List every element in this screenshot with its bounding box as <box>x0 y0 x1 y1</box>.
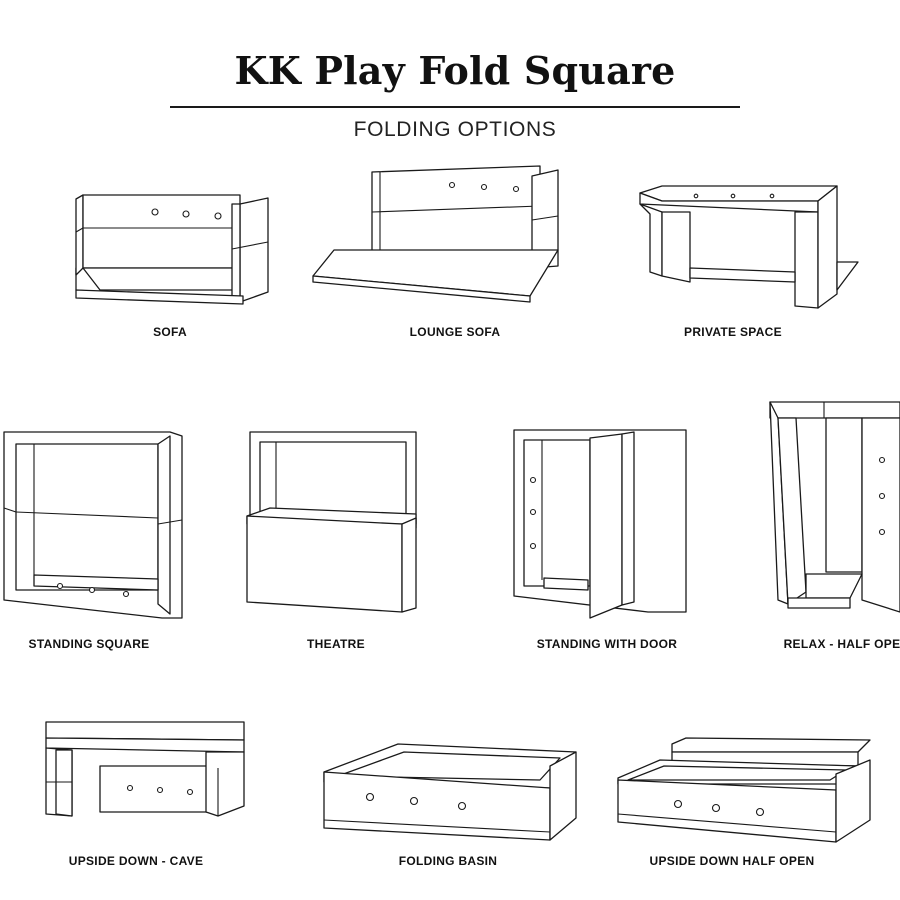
option-label-relax-half-open: RELAX - HALF OPE <box>783 637 900 651</box>
option-label-sofa: SOFA <box>153 325 187 339</box>
lounge-sofa-illustration <box>312 165 559 303</box>
option-label-private-space: PRIVATE SPACE <box>684 325 782 339</box>
page-title: KK Play Fold Square <box>234 48 676 93</box>
standing-square-illustration <box>3 431 183 619</box>
option-label-lounge-sofa: LOUNGE SOFA <box>409 325 501 339</box>
option-label-folding-basin: FOLDING BASIN <box>398 854 498 868</box>
option-label-upside-down-cave: UPSIDE DOWN - CAVE <box>68 854 204 868</box>
upside-down-cave-illustration <box>45 721 245 817</box>
theatre-illustration <box>246 431 417 613</box>
upside-down-half-open-illustration <box>617 737 871 843</box>
option-label-standing-square: STANDING SQUARE <box>28 637 150 651</box>
option-label-standing-with-door: STANDING WITH DOOR <box>536 637 678 651</box>
private-space-illustration <box>639 185 859 309</box>
sofa-illustration <box>75 194 269 305</box>
folding-basin-illustration <box>323 743 577 841</box>
title-divider <box>170 106 740 108</box>
option-label-theatre: THEATRE <box>307 637 365 651</box>
option-label-upside-down-half-open: UPSIDE DOWN HALF OPEN <box>649 854 815 868</box>
page-subtitle: FOLDING OPTIONS <box>353 118 557 141</box>
relax-half-open-illustration <box>769 401 900 613</box>
standing-with-door-illustration <box>513 429 687 619</box>
